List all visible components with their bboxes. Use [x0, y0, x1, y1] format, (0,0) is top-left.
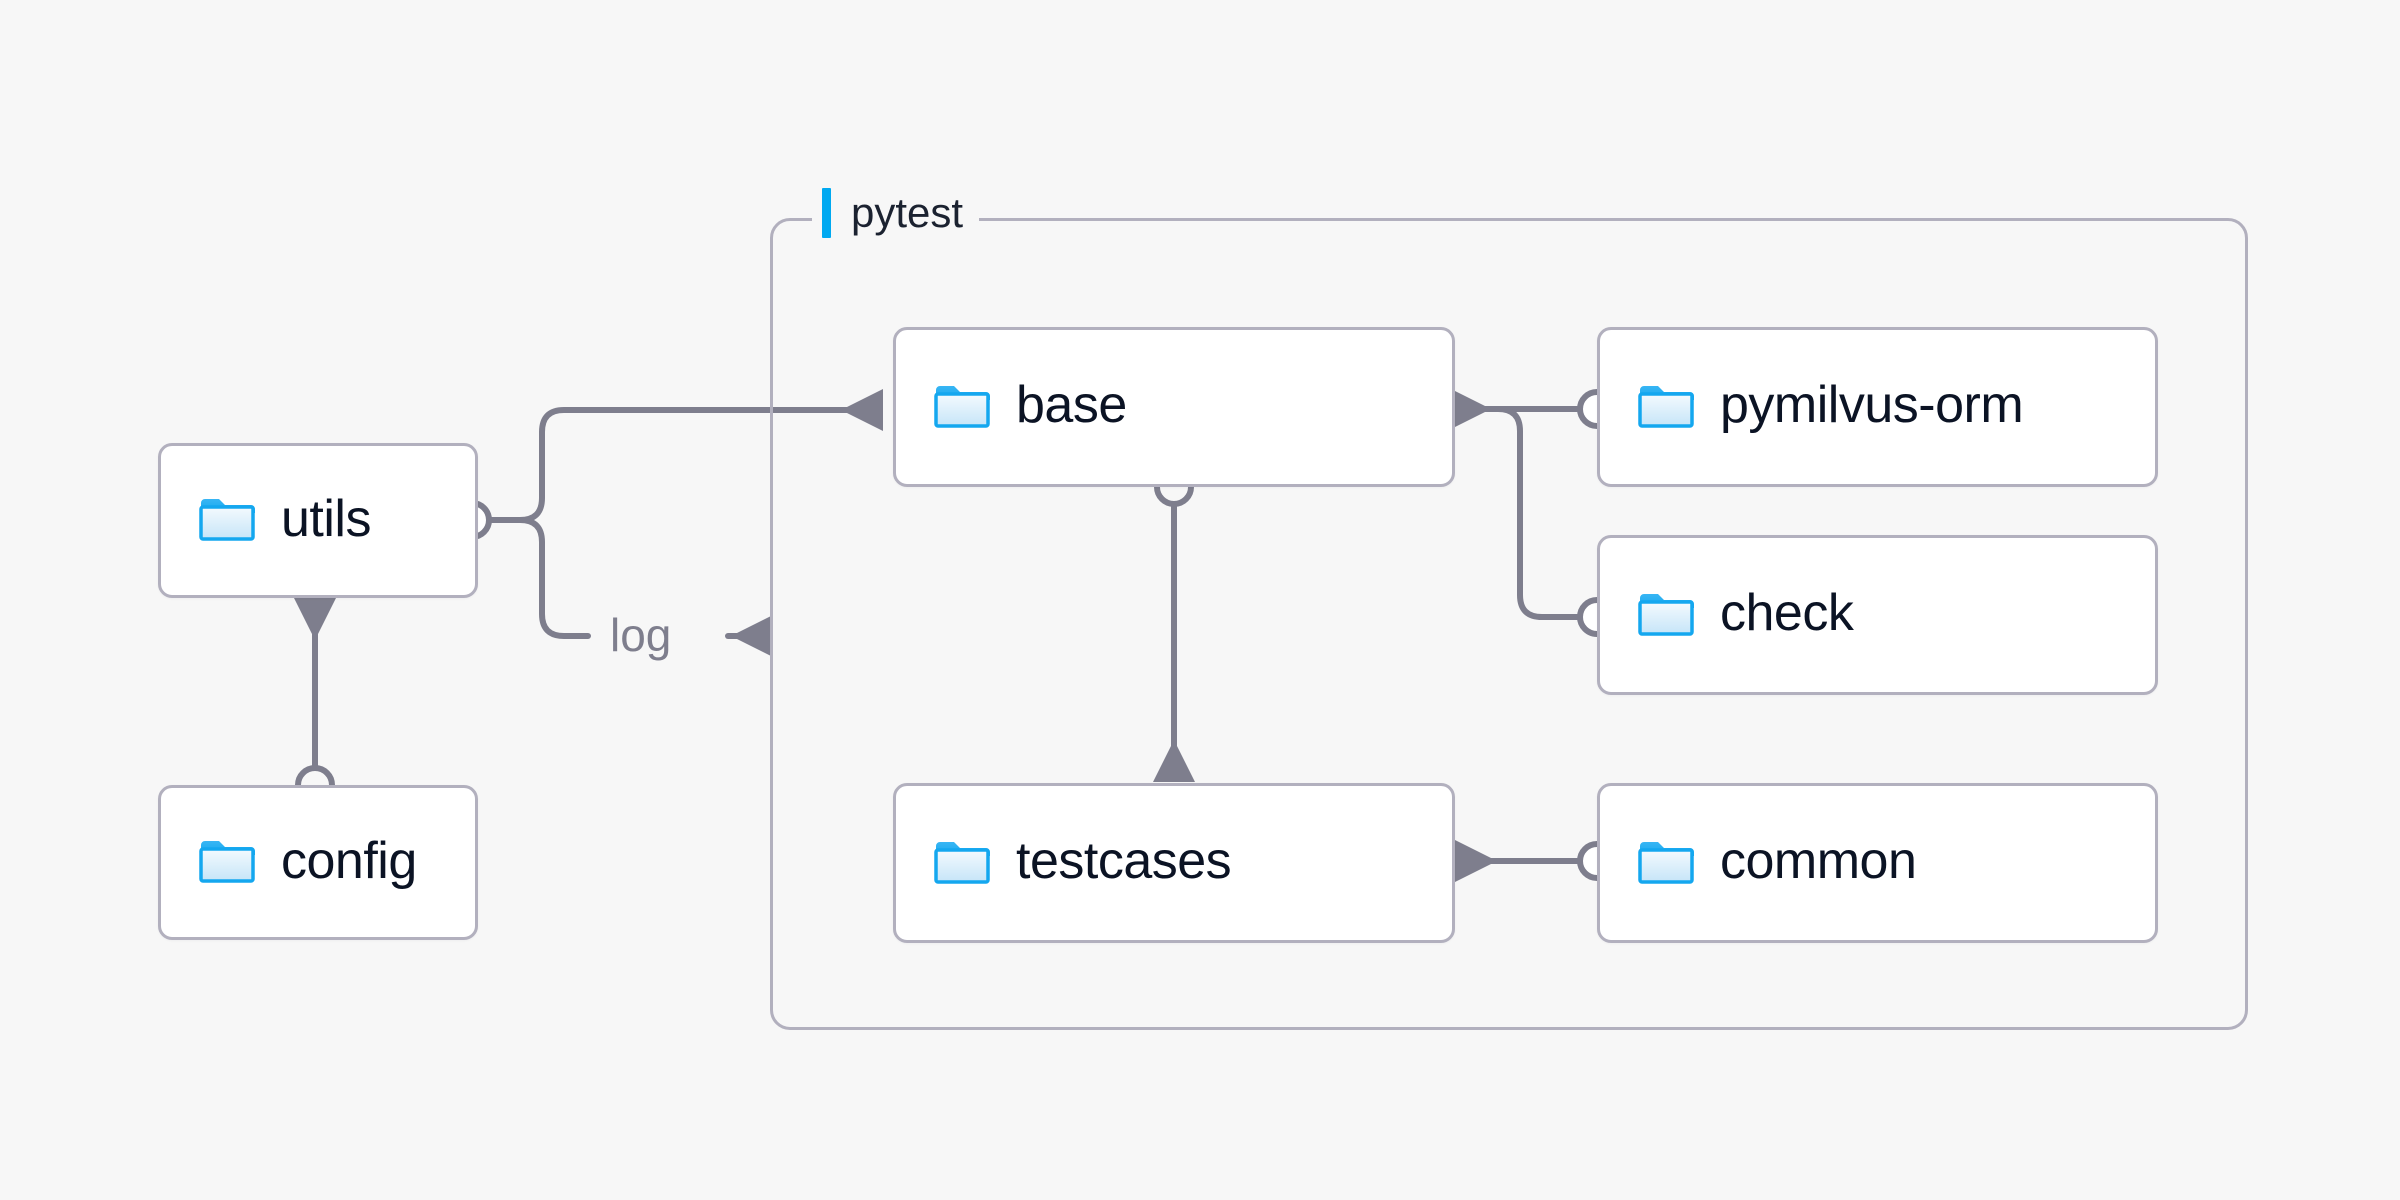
group-title-pytest: pytest [812, 185, 980, 241]
node-label-check: check [1720, 584, 1854, 642]
node-config[interactable]: config [158, 785, 478, 940]
folder-icon [199, 837, 255, 888]
folder-icon [934, 838, 990, 889]
node-common[interactable]: common [1597, 783, 2158, 943]
node-check[interactable]: check [1597, 535, 2158, 695]
node-label-common: common [1720, 832, 1917, 890]
node-pymilvus-orm[interactable]: pymilvus-orm [1597, 327, 2158, 487]
edge-label-log: log [604, 612, 678, 658]
folder-icon [934, 382, 990, 433]
accent-bar-icon [822, 188, 831, 238]
folder-icon [1638, 382, 1694, 433]
group-title-label: pytest [851, 189, 964, 236]
folder-icon [1638, 838, 1694, 889]
node-label-testcases: testcases [1016, 832, 1232, 890]
node-utils[interactable]: utils [158, 443, 478, 598]
node-base[interactable]: base [893, 327, 1455, 487]
folder-icon [199, 495, 255, 546]
edge-utils-to-log [517, 517, 591, 639]
node-label-base: base [1016, 376, 1127, 434]
node-label-config: config [281, 831, 417, 890]
folder-icon [1638, 590, 1694, 641]
node-label-utils: utils [281, 489, 371, 548]
edge-config-to-utils [294, 598, 336, 805]
node-label-pymilvus-orm: pymilvus-orm [1720, 376, 2024, 434]
node-testcases[interactable]: testcases [893, 783, 1455, 943]
